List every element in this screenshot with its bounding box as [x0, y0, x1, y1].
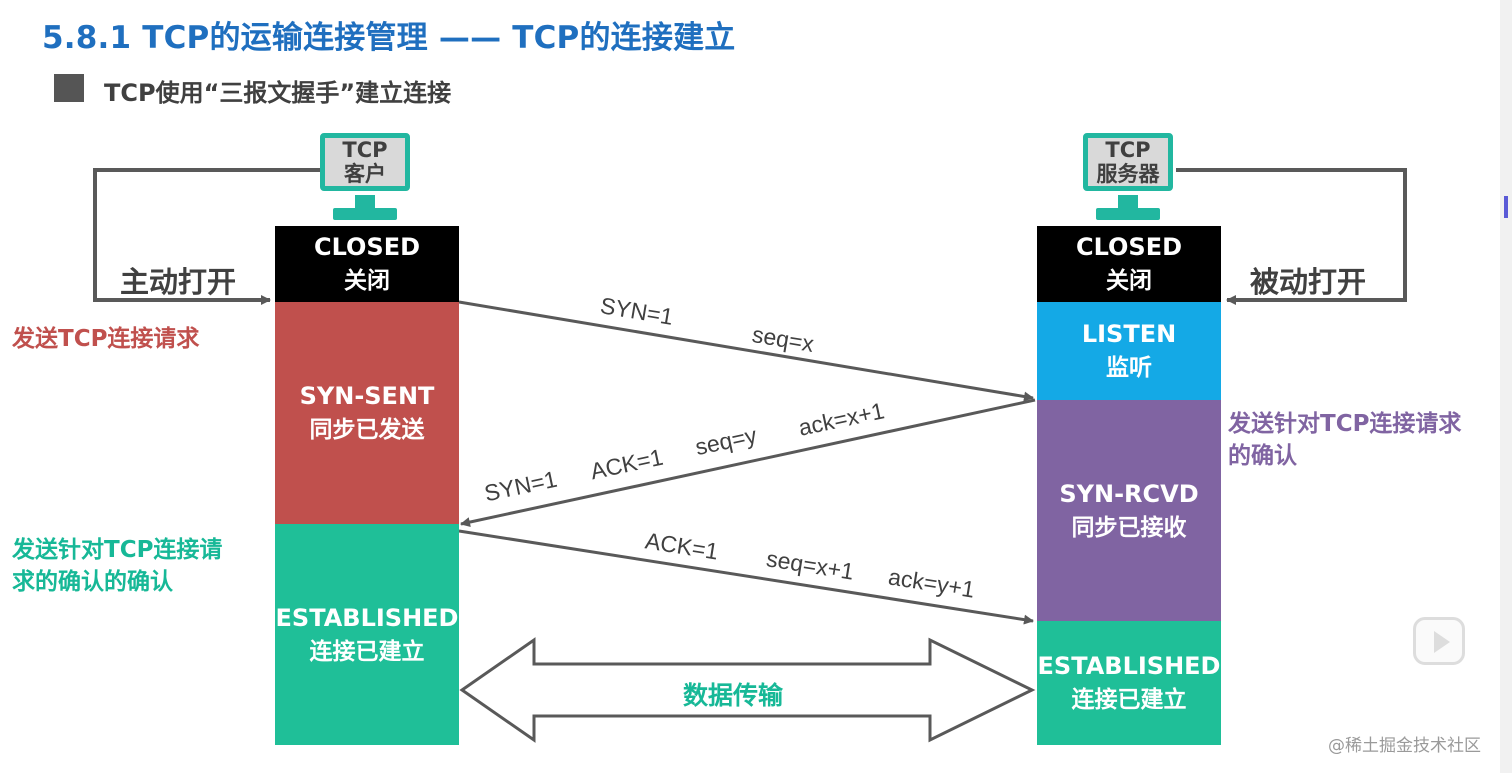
server-note-ack: 发送针对TCP连接请求 的确认: [1228, 408, 1461, 472]
message-2-arrow: [460, 398, 1036, 527]
server-open-label: 被动打开: [1250, 265, 1367, 299]
client-monitor-line1: TCP: [342, 138, 388, 162]
data-transfer-arrow: [459, 637, 1036, 743]
message-3-arrow: [458, 529, 1034, 625]
scrollbar-thumb[interactable]: [1504, 196, 1508, 218]
client-established-zh: 连接已建立: [309, 638, 425, 665]
client-synsent-zh: 同步已发送: [309, 417, 425, 443]
server-state-syn-rcvd: SYN-RCVD 同步已接收: [1037, 400, 1221, 621]
server-closed-zh: 关闭: [1106, 268, 1152, 294]
client-state-syn-sent: SYN-SENT 同步已发送: [275, 302, 459, 524]
server-established-en: ESTABLISHED: [1037, 652, 1221, 680]
server-monitor-neck: [1118, 195, 1138, 209]
server-established-zh: 连接已建立: [1071, 687, 1187, 713]
client-open-label: 主动打开: [120, 265, 237, 299]
server-closed-en: CLOSED: [1075, 233, 1183, 261]
server-state-established: ESTABLISHED 连接已建立: [1037, 621, 1221, 745]
page-title: 5.8.1 TCP的运输连接管理 —— TCP的连接建立: [42, 20, 736, 56]
server-monitor-icon: TCP 服务器: [1083, 133, 1173, 191]
server-listen-zh: 监听: [1106, 355, 1152, 381]
client-established-en: ESTABLISHED: [275, 603, 459, 632]
client-monitor-base: [333, 208, 397, 220]
client-state-closed: CLOSED 关闭: [275, 226, 459, 302]
client-note-ack-ack-line2: 求的确认的确认: [12, 569, 173, 595]
client-closed-zh: 关闭: [344, 268, 390, 294]
server-listen-en: LISTEN: [1081, 320, 1177, 348]
client-note-ack-ack-line1: 发送针对TCP连接请: [12, 537, 223, 563]
server-state-listen: LISTEN 监听: [1037, 302, 1221, 400]
client-monitor-neck: [355, 195, 375, 209]
client-note-ack-ack: 发送针对TCP连接请 求的确认的确认: [12, 534, 222, 598]
subtitle: TCP使用“三报文握手”建立连接: [104, 79, 452, 107]
server-monitor-base: [1096, 208, 1160, 220]
watermark: @稀土掘金技术社区: [1328, 736, 1481, 756]
video-player-icon[interactable]: [1413, 617, 1465, 665]
message-1-arrow: [458, 300, 1034, 402]
client-note-send-request: 发送TCP连接请求: [12, 326, 200, 352]
client-open-loop: [93, 168, 320, 305]
right-edge-scrollbar[interactable]: [1500, 0, 1512, 773]
data-transfer-label: 数据传输: [683, 681, 784, 710]
server-monitor-line1: TCP: [1105, 138, 1151, 162]
server-synrcvd-zh: 同步已接收: [1071, 514, 1187, 541]
client-closed-en: CLOSED: [313, 233, 421, 261]
server-state-closed: CLOSED 关闭: [1037, 226, 1221, 302]
server-monitor-line2: 服务器: [1096, 162, 1160, 186]
server-note-ack-line1: 发送针对TCP连接请求: [1228, 411, 1462, 437]
client-synsent-en: SYN-SENT: [299, 382, 435, 410]
client-state-established: ESTABLISHED 连接已建立: [275, 524, 459, 745]
client-monitor-icon: TCP 客户: [320, 133, 410, 191]
server-synrcvd-en: SYN-RCVD: [1059, 479, 1199, 508]
server-open-loop: [1176, 168, 1407, 305]
client-monitor-line2: 客户: [344, 162, 386, 186]
server-note-ack-line2: 的确认: [1228, 443, 1297, 469]
bullet-square: [54, 74, 84, 102]
